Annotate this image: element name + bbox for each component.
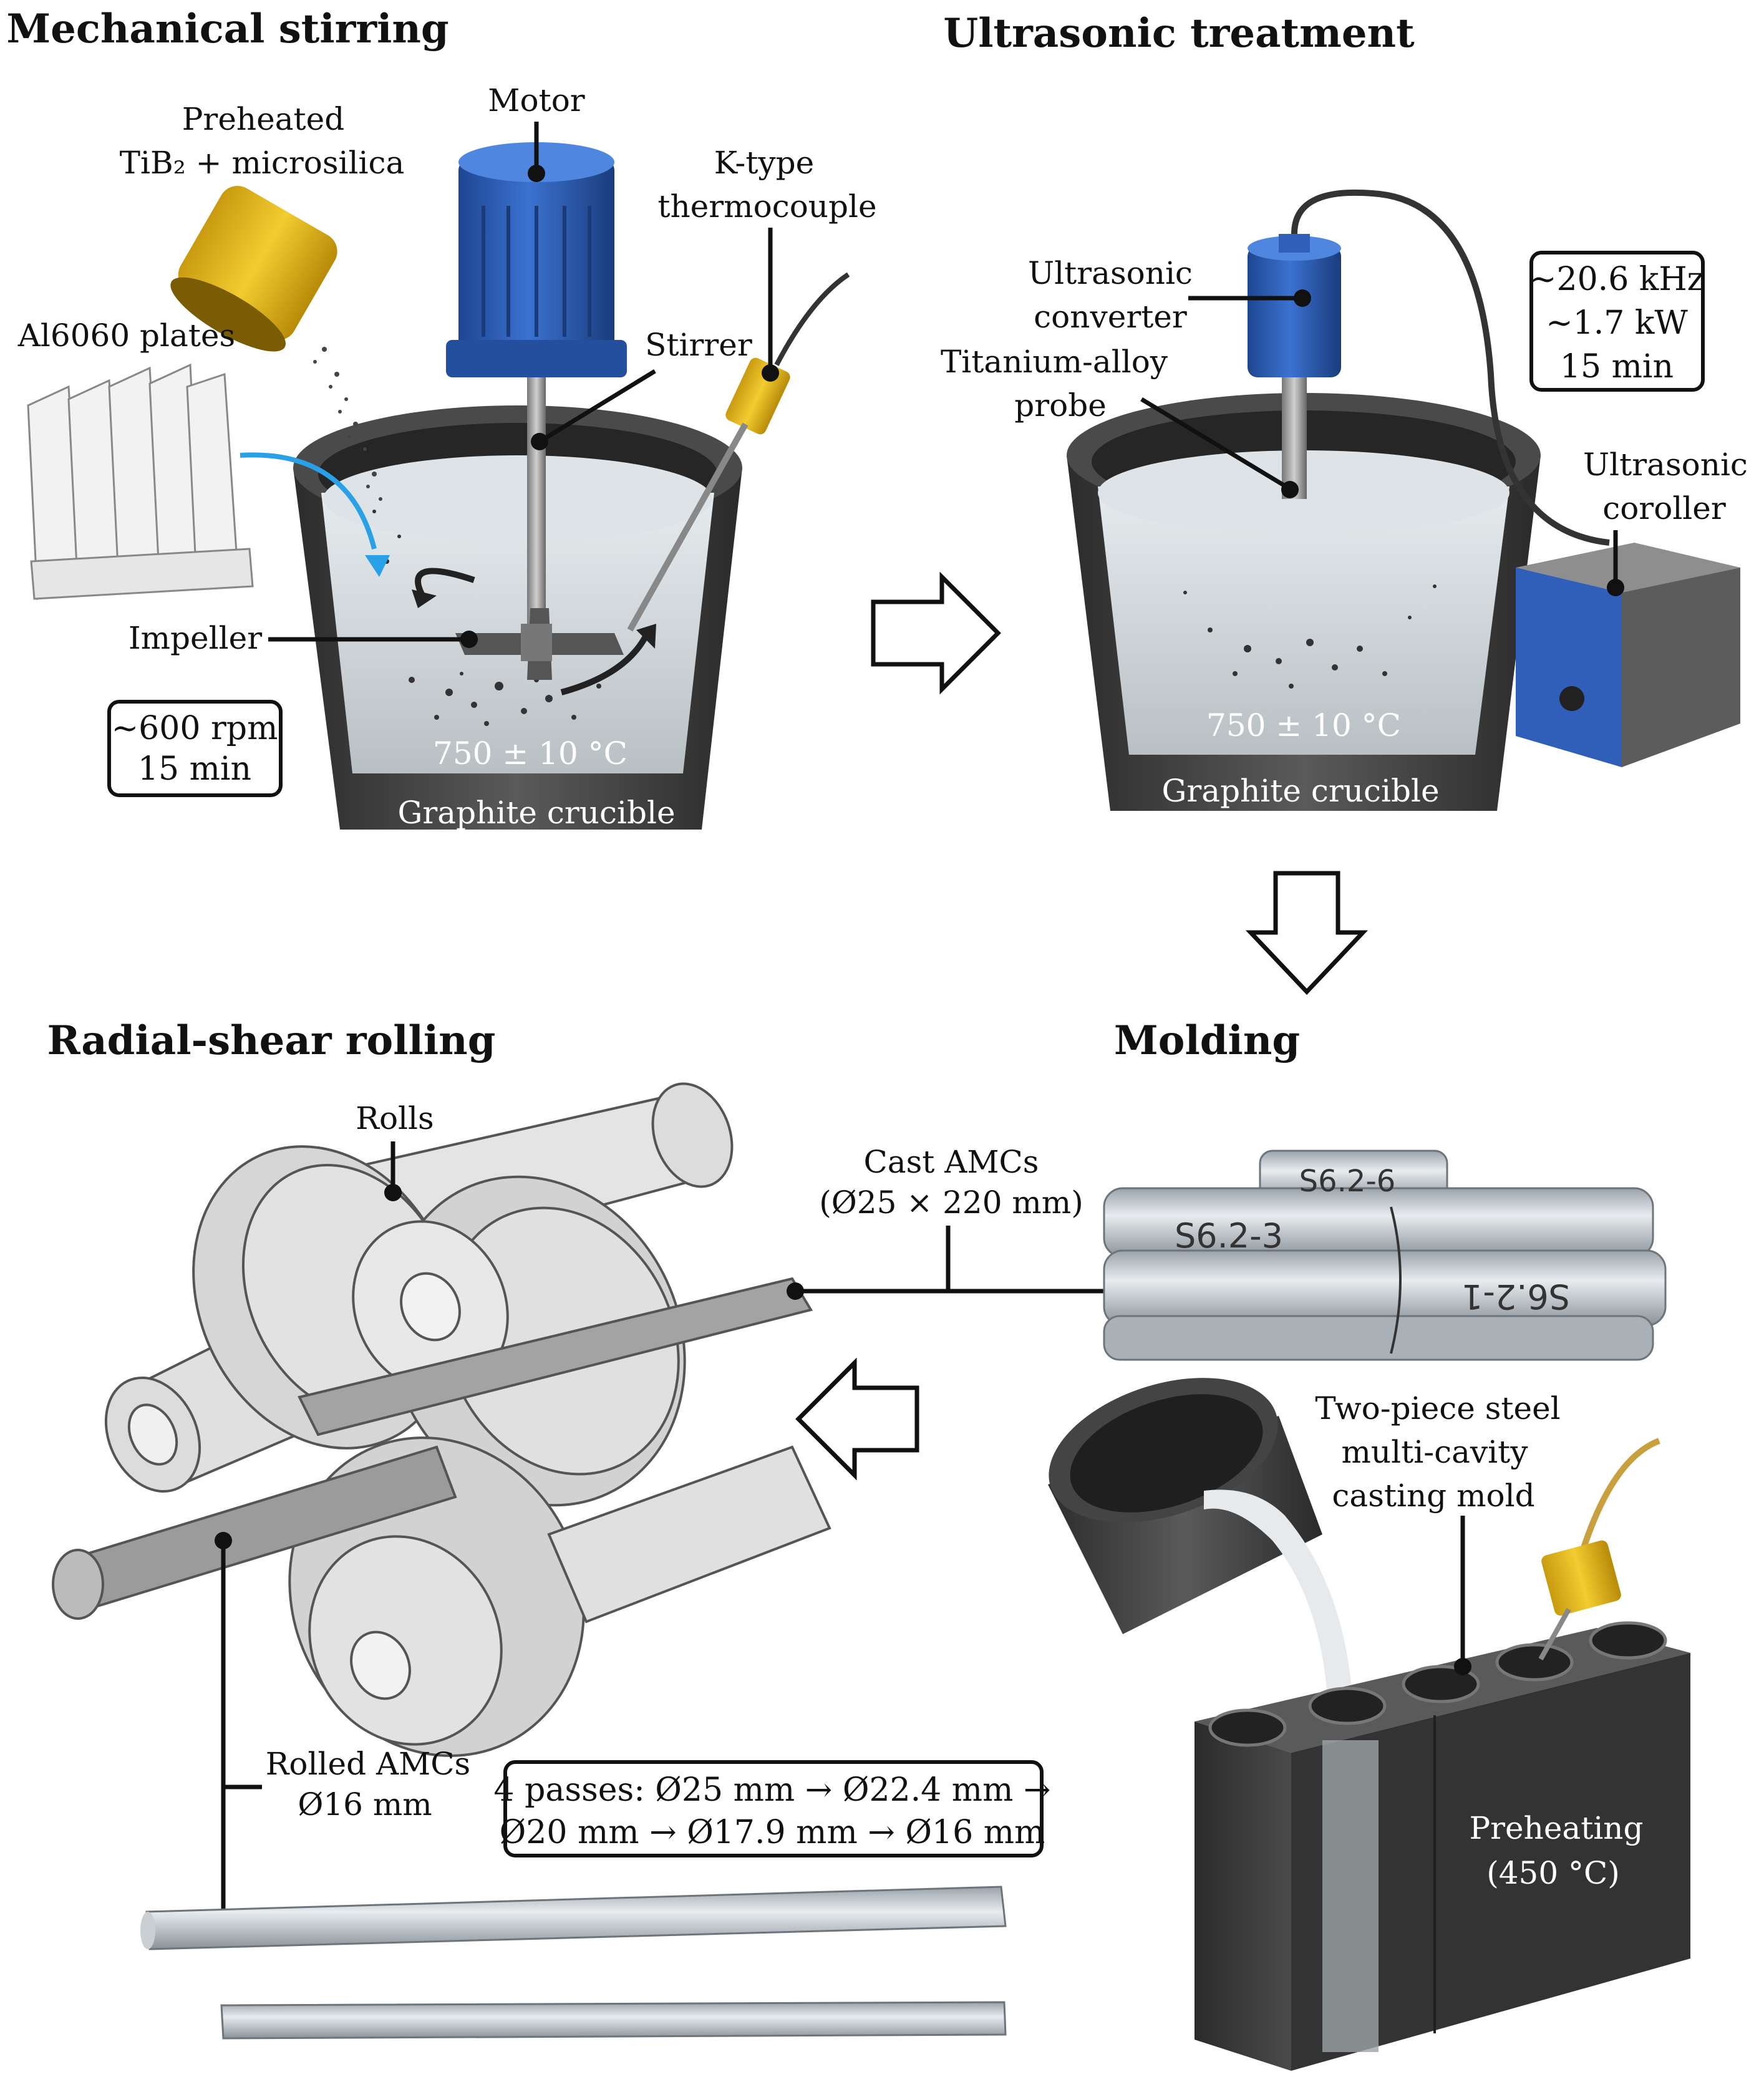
controller-knob — [1559, 686, 1584, 711]
label-rolls: Rolls — [356, 1100, 434, 1136]
pouring-crucible — [1048, 1378, 1354, 1734]
label-k-type: K-type — [714, 145, 815, 181]
label-converter: converter — [1034, 299, 1187, 335]
bar-label-2: S6.2-3 — [1175, 1216, 1283, 1256]
mold-cavities — [1208, 1621, 1667, 1747]
powder-stream — [313, 347, 382, 501]
cast-amcs-bars: S6.2-6 S6.2-3 S6.2-1 — [1103, 1150, 1667, 1361]
label-stirrer: Stirrer — [645, 327, 752, 363]
stirring-panel: ~600 rpm 15 min Preheated TiB₂ + microsi… — [17, 82, 877, 831]
casting-mold — [1195, 1621, 1690, 2071]
title-mechanical-stirring: Mechanical stirring — [6, 6, 448, 52]
motor — [446, 142, 627, 377]
titanium-probe — [1282, 374, 1307, 499]
powder-container — [170, 186, 337, 352]
ultrasonic-power: ~1.7 kW — [1546, 304, 1688, 342]
stirring-speed: ~600 rpm — [112, 710, 278, 747]
passes-box — [503, 1760, 1044, 1857]
label-cast-diameter: (Ø25 × 220 mm) — [819, 1184, 1083, 1221]
bar-label-1: S6.2-6 — [1299, 1164, 1396, 1199]
plates-flow-arrow — [240, 452, 377, 550]
label-cast-amcs: Cast AMCs — [864, 1144, 1039, 1180]
label-tib2-microsilica: TiB₂ + microsilica — [120, 145, 405, 181]
label-rolled-amcs: Rolled AMCs — [266, 1746, 470, 1782]
label-ultrasonic: Ultrasonic — [1028, 255, 1193, 291]
label-impeller: Impeller — [128, 620, 262, 656]
passes-line-2: Ø20 mm → Ø17.9 mm → Ø16 mm — [500, 1814, 1045, 1851]
al6060-plates — [27, 363, 254, 601]
ultrasonic-controller — [1516, 543, 1740, 767]
ultrasonic-frequency: ~20.6 kHz — [1529, 261, 1704, 298]
label-motor: Motor — [488, 82, 584, 119]
stirring-crucible-label: Graphite crucible — [397, 795, 675, 831]
ultrasonic-particles — [1183, 584, 1437, 689]
label-titanium-alloy: Titanium-alloy — [941, 344, 1168, 380]
passes-line-1: 4 passes: Ø25 mm → Ø22.4 mm → — [493, 1771, 1050, 1809]
arrow-right — [871, 571, 1001, 695]
label-multi-cavity: multi-cavity — [1342, 1434, 1529, 1470]
label-casting-mold: casting mold — [1332, 1478, 1534, 1514]
ultrasonic-params-box — [1529, 251, 1705, 392]
stirring-temperature: 750 ± 10 °C — [433, 735, 628, 772]
arrow-down — [1245, 871, 1369, 995]
bar-label-3: S6.2-1 — [1461, 1277, 1570, 1316]
ultrasonic-time: 15 min — [1560, 348, 1674, 385]
ultrasonic-panel: ~20.6 kHz ~1.7 kW 15 min Ultrasonic conv… — [941, 189, 1748, 811]
label-thermocouple: thermocouple — [657, 188, 876, 225]
label-ultrasonic-controller-2: coroller — [1602, 490, 1726, 526]
stirring-params-box — [107, 700, 283, 797]
rolled-bars — [140, 1886, 1007, 2040]
stirring-particles — [372, 510, 601, 726]
rolling-workpiece — [52, 1277, 813, 1620]
ultrasonic-converter — [1248, 234, 1341, 377]
label-two-piece-steel: Two-piece steel — [1315, 1390, 1560, 1426]
label-probe: probe — [1014, 387, 1107, 424]
label-al6060-plates: Al6060 plates — [17, 317, 235, 354]
molding-thermocouple — [1538, 1438, 1660, 1660]
ultrasonic-crucible-label: Graphite crucible — [1161, 773, 1439, 809]
title-molding: Molding — [1114, 1017, 1300, 1064]
label-preheat-temperature: (450 °C) — [1486, 1855, 1620, 1891]
impeller — [455, 608, 624, 680]
ultrasonic-temperature: 750 ± 10 °C — [1206, 707, 1401, 743]
label-rolled-diameter: Ø16 mm — [298, 1786, 432, 1823]
arrow-left — [795, 1357, 919, 1481]
converter-cable — [1291, 189, 1610, 546]
title-ultrasonic-treatment: Ultrasonic treatment — [943, 10, 1415, 57]
label-preheating: Preheating — [1469, 1810, 1643, 1846]
ultrasonic-melt — [1098, 487, 1510, 755]
label-ultrasonic-controller-1: Ultrasonic — [1583, 447, 1748, 483]
stirring-time: 15 min — [138, 750, 251, 788]
label-preheated: Preheated — [182, 101, 344, 137]
rolling-panel — [104, 1082, 831, 1757]
title-radial-shear-rolling: Radial-shear rolling — [47, 1017, 496, 1064]
